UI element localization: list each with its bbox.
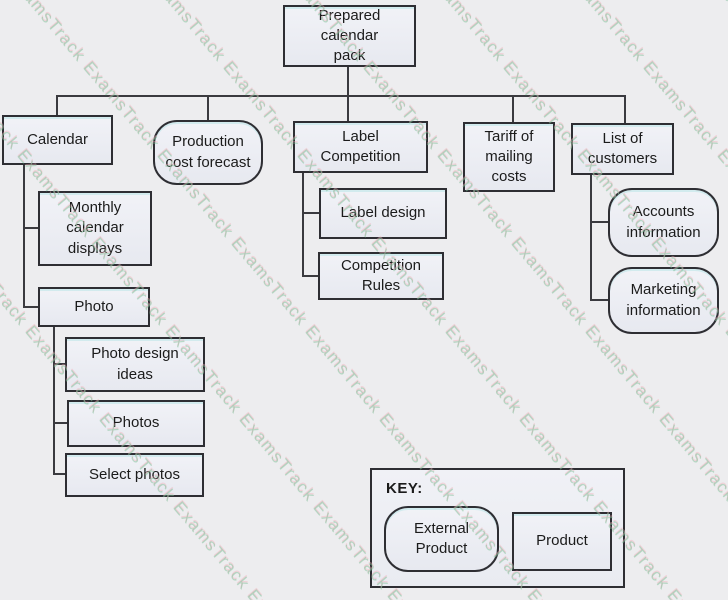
node-label: Tariff of mailing costs (484, 127, 534, 186)
node-label: Label design (340, 204, 426, 222)
node-label: Label Competition (320, 127, 401, 165)
connector-monthly-stub (23, 227, 39, 229)
connector-root-stem (347, 67, 349, 121)
connector-photos-stub (53, 422, 68, 424)
node-label: Production cost forecast (165, 133, 251, 171)
node-label: List of customers (587, 129, 658, 167)
watermark-text: ExamsTrack (0, 234, 32, 330)
watermark-text: ExamsTrack (235, 410, 320, 506)
node-label: Marketing information (626, 281, 701, 319)
connector-level2-rail (56, 95, 626, 97)
connector-labeldesign-stub (302, 212, 320, 214)
watermark-text: ExamsTrack (507, 234, 592, 330)
watermark-text: ExamsTrack (441, 322, 526, 418)
key-external-product-sample: External Product (384, 506, 499, 572)
connector-customers-drop (624, 95, 626, 123)
node-tariff-of-mailing-costs: Tariff of mailing costs (463, 122, 555, 192)
node-monthly-calendar-displays: Monthly calendar displays (38, 191, 152, 266)
connector-customers-spine (590, 175, 592, 301)
node-photo-design-ideas: Photo design ideas (65, 337, 205, 392)
watermark-text: ExamsTrack (383, 586, 468, 600)
connector-calendar-drop (56, 95, 58, 115)
connector-labelcomp-spine (302, 173, 304, 277)
key-product-sample: Product (512, 512, 612, 571)
connector-calendar-spine (23, 165, 25, 308)
key-title: KEY: (386, 480, 423, 497)
key-legend: KEY: External Product Product (370, 468, 625, 588)
node-prepared-calendar-pack: Prepared calendar pack (283, 5, 416, 67)
node-label: Photo (74, 297, 114, 315)
watermark-text: ExamsTrack (581, 322, 666, 418)
key-external-product-label: External Product (413, 519, 470, 557)
connector-marketing-stub (590, 299, 609, 301)
node-label: Select photos (89, 465, 180, 483)
watermark-text: ExamsTrack (425, 0, 510, 66)
connector-accounts-stub (590, 221, 609, 223)
node-select-photos: Select photos (65, 453, 204, 497)
connector-design-ideas-stub (53, 363, 66, 365)
node-photo: Photo (38, 287, 150, 327)
node-label: Monthly calendar displays (66, 199, 124, 257)
node-accounts-information: Accounts information (608, 188, 719, 257)
node-marketing-information: Marketing information (608, 267, 719, 334)
node-label: Prepared calendar pack (318, 6, 381, 65)
node-label-design: Label design (319, 188, 447, 239)
watermark-text: ExamsTrack (705, 0, 728, 66)
key-product-label: Product (536, 532, 588, 550)
watermark-text: ExamsTrack (243, 586, 328, 600)
node-label: Calendar (27, 130, 88, 148)
watermark-text: ExamsTrack (5, 0, 90, 66)
watermark-text: ExamsTrack (169, 498, 254, 594)
node-production-cost-forecast: Production cost forecast (153, 120, 263, 185)
connector-select-stub (53, 473, 66, 475)
connector-rules-stub (302, 275, 319, 277)
node-list-of-customers: List of customers (571, 123, 674, 175)
node-competition-rules: Competition Rules (318, 252, 444, 300)
node-label-competition: Label Competition (293, 121, 428, 173)
connector-tariff-drop (512, 95, 514, 122)
connector-production-drop (207, 95, 209, 120)
watermark-text: ExamsTrack (721, 322, 728, 418)
node-label: Competition Rules (340, 256, 422, 294)
connector-photo-stub (23, 306, 39, 308)
node-label: Photos (112, 414, 160, 432)
watermark-text: ExamsTrack (523, 586, 608, 600)
node-label: Accounts information (626, 203, 701, 241)
node-photos: Photos (67, 400, 205, 447)
watermark-text: ExamsTrack (227, 234, 312, 330)
watermark-text: ExamsTrack (565, 0, 650, 66)
watermark-text: ExamsTrack (655, 410, 728, 506)
node-calendar: Calendar (2, 115, 113, 165)
watermark-text: ExamsTrack (301, 322, 386, 418)
node-label: Photo design ideas (91, 345, 179, 383)
connector-photo-spine (53, 326, 55, 475)
watermark-text: ExamsTrack (663, 586, 728, 600)
watermark-text: ExamsTrack (145, 0, 230, 66)
